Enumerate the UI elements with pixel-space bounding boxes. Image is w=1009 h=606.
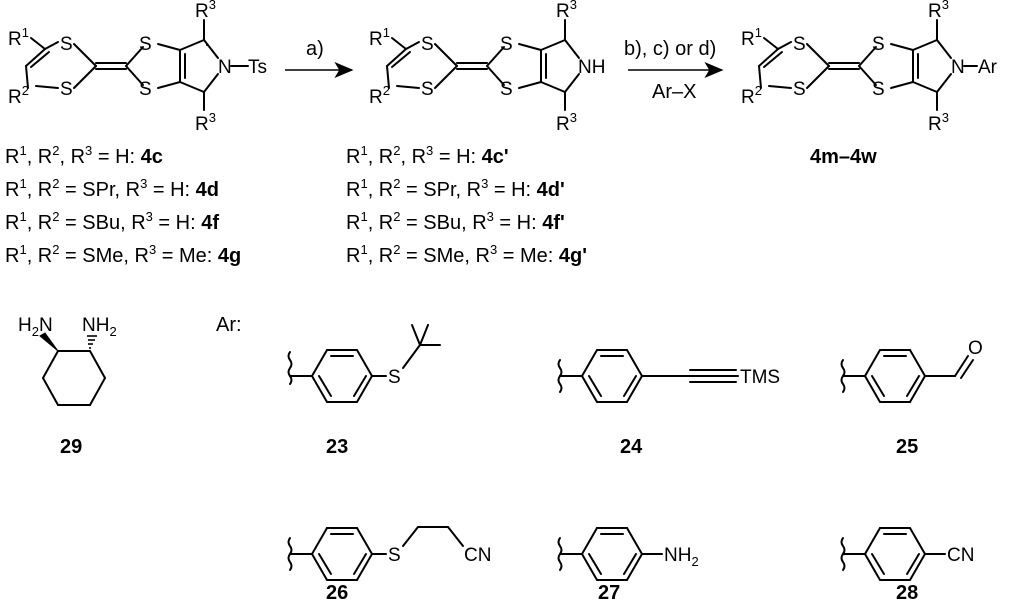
sulfur-label: S (872, 34, 885, 55)
svg-text:R3: R3 (556, 110, 577, 135)
compound-24-label: 24 (620, 436, 643, 458)
svg-text:R1: R1 (369, 25, 390, 50)
sulfur-label: S (421, 34, 434, 55)
sulfur-label: S (793, 34, 806, 55)
sulfur-label: S (500, 34, 513, 55)
sulfur-label: S (421, 79, 434, 100)
sulfur-label: S (793, 79, 806, 100)
svg-text:R2: R2 (741, 83, 762, 108)
sulfur-label: S (139, 79, 152, 100)
diamine-29: H2N NH2 29 (18, 315, 117, 458)
nitrile-label: CN (947, 545, 974, 566)
svg-text:R1, R2 = SPr, R3 = H: 4d': R1, R2 = SPr, R3 = H: 4d' (346, 176, 565, 201)
starting-material-structure: S S S S N Ts R1 R2 R3 R3 (8, 0, 267, 135)
nitrile-label: CN (464, 545, 491, 566)
svg-text:R3: R3 (928, 110, 949, 135)
svg-text:NH2: NH2 (82, 315, 117, 339)
svg-text:R1, R2, R3 = H: 4c': R1, R2, R3 = H: 4c' (346, 143, 509, 168)
svg-text:R1: R1 (741, 25, 762, 50)
svg-text:H2N: H2N (18, 315, 53, 339)
reaction-arrow-1: a) (285, 38, 354, 78)
compound-28-label: 28 (896, 582, 918, 604)
arrow2-condition-top: b), c) or d) (624, 38, 716, 60)
compound-23-label: 23 (326, 436, 348, 458)
sulfur-label: S (872, 79, 885, 100)
reaction-arrow-2: b), c) or d) Ar–X (624, 38, 724, 103)
svg-text:R1, R2 = SMe, R3 = Me: 4g': R1, R2 = SMe, R3 = Me: 4g' (346, 242, 587, 267)
oxygen-label: O (968, 338, 983, 359)
nh-label: NH (578, 57, 605, 78)
intermediate-structure: S S S S NH R1 R2 R3 R3 (369, 0, 605, 135)
sulfur-label: S (388, 545, 401, 566)
compound-25-label: 25 (896, 436, 918, 458)
compound-29-label: 29 (60, 436, 82, 458)
aryl-23: S 23 (287, 324, 441, 458)
intermediate-list: R1, R2, R3 = H: 4c' R1, R2 = SPr, R3 = H… (346, 143, 587, 267)
svg-text:R2: R2 (369, 83, 390, 108)
svg-text:R1: R1 (8, 25, 29, 50)
sulfur-label: S (60, 34, 73, 55)
svg-text:NH2: NH2 (664, 545, 699, 569)
starting-material-list: R1, R2, R3 = H: 4c R1, R2 = SPr, R3 = H:… (5, 143, 241, 267)
compound-27-label: 27 (598, 582, 620, 604)
svg-text:R3: R3 (556, 0, 577, 22)
svg-text:R1, R2 = SBu, R3 = H: 4f: R1, R2 = SBu, R3 = H: 4f (5, 209, 219, 234)
svg-text:R1, R2 = SPr, R3 = H: 4d: R1, R2 = SPr, R3 = H: 4d (5, 176, 219, 201)
arrow2-condition-bottom: Ar–X (652, 81, 696, 103)
sulfur-label: S (139, 34, 152, 55)
product-label: 4m–4w (810, 146, 877, 168)
svg-text:R2: R2 (8, 83, 29, 108)
aryl-definition-label: Ar: (216, 314, 242, 336)
aryl-25: O 25 (840, 338, 983, 458)
svg-text:R1, R2 = SBu, R3 = H: 4f': R1, R2 = SBu, R3 = H: 4f' (346, 209, 565, 234)
aryl-26: S CN 26 (287, 526, 491, 604)
arrow1-condition: a) (306, 38, 324, 60)
nitrogen-label: N (218, 57, 232, 78)
sulfur-label: S (500, 79, 513, 100)
compound-26-label: 26 (326, 582, 348, 604)
tms-label: TMS (740, 367, 780, 388)
product-structure: S S S S N Ar R1 R2 R3 R3 (741, 0, 998, 135)
nitrogen-label: N (951, 57, 965, 78)
svg-text:R1, R2 = SMe, R3 = Me: 4g: R1, R2 = SMe, R3 = Me: 4g (5, 242, 241, 267)
svg-text:R3: R3 (195, 0, 216, 22)
aryl-28: CN 28 (840, 527, 974, 604)
sulfur-label: S (388, 367, 401, 388)
svg-text:R3: R3 (928, 0, 949, 22)
svg-text:R3: R3 (195, 110, 216, 135)
sulfur-label: S (60, 79, 73, 100)
aryl-24: TMS 24 (557, 349, 780, 458)
svg-text:R1, R2, R3 = H: 4c: R1, R2, R3 = H: 4c (5, 143, 163, 168)
aryl-label: Ar (978, 57, 998, 78)
tosyl-label: Ts (248, 57, 267, 78)
aryl-27: NH2 27 (557, 527, 699, 604)
